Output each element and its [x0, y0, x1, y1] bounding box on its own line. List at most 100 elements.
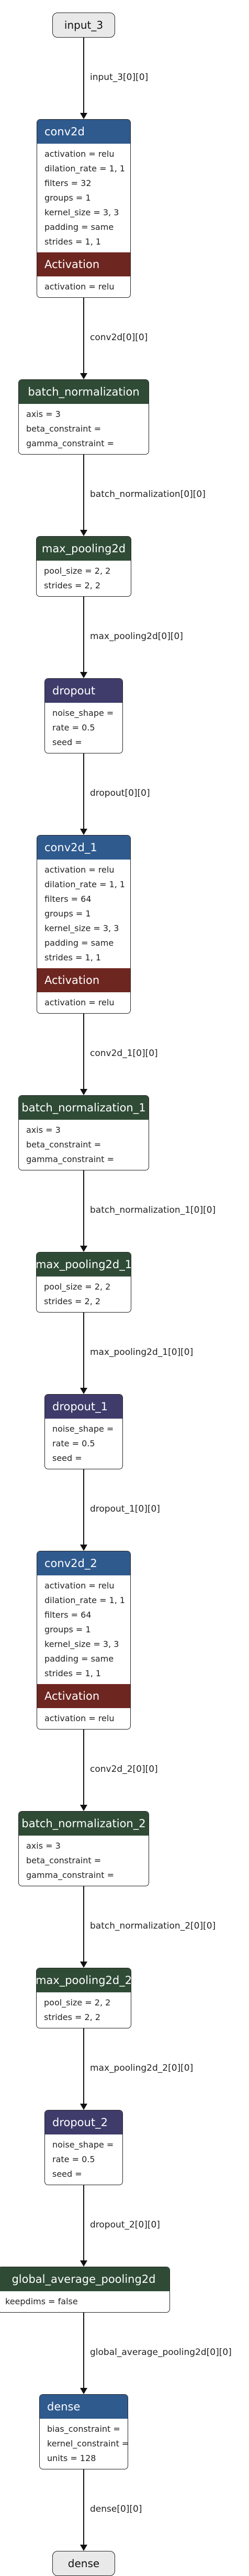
arrowhead — [80, 672, 87, 678]
arrowhead — [80, 1805, 87, 1811]
attribute-row: units = 128 — [47, 2453, 96, 2463]
arrowhead — [80, 1089, 87, 1095]
input-node[interactable]: input_3 — [52, 13, 115, 38]
attribute-row: pool_size = 2, 2 — [44, 1998, 111, 2008]
layer-attributes: activation = relu dilation_rate = 1, 1 fil… — [37, 144, 130, 252]
arrowhead — [80, 1962, 87, 1968]
edge-arrow — [83, 2469, 84, 2545]
attribute-row: groups = 1 — [44, 1624, 91, 1634]
edge-label: dense[0][0] — [90, 2504, 142, 2514]
attribute-row: strides = 2, 2 — [44, 2012, 101, 2022]
attribute-row: bias_constraint = — [47, 2424, 120, 2434]
layer-header: dense — [40, 2395, 128, 2419]
edge-arrow — [83, 1730, 84, 1805]
attribute-row: padding = same — [44, 222, 114, 232]
edge-label: input_3[0][0] — [90, 72, 149, 83]
attribute-row: kernel_size = 3, 3 — [44, 1639, 119, 1649]
edge-arrow — [83, 2028, 84, 2104]
attribute-row: dilation_rate = 1, 1 — [44, 879, 126, 889]
arrowhead — [80, 1246, 87, 1252]
arrowhead — [80, 1388, 87, 1394]
edge-arrow — [83, 1886, 84, 1962]
attribute-row: kernel_constraint = — [47, 2439, 128, 2449]
attribute-row: axis = 3 — [26, 1841, 61, 1851]
attribute-row: axis = 3 — [26, 1125, 61, 1135]
edge-arrow — [83, 1313, 84, 1388]
layer-header: dropout — [45, 679, 122, 703]
arrowhead — [80, 2388, 87, 2394]
layer-header: dropout_2 — [45, 2110, 122, 2134]
attribute-row: seed = — [52, 1453, 82, 1463]
attribute-row: strides = 1, 1 — [44, 1668, 101, 1678]
attribute-row: activation = relu — [44, 865, 115, 875]
attribute-row: noise_shape = — [52, 708, 114, 718]
layer-header: global_average_pooling2d — [0, 2267, 169, 2291]
arrowhead — [80, 113, 87, 119]
output-node[interactable]: dense — [52, 2551, 115, 2576]
attribute-row: gamma_constraint = — [26, 438, 115, 448]
attribute-row: beta_constraint = — [26, 1855, 101, 1865]
layer-header: max_pooling2d_2 — [37, 1968, 131, 1992]
layer-attributes: bias_constraint = kernel_constraint = unit… — [40, 2419, 128, 2469]
layer-dense[interactable]: dense bias_constraint = kernel_constraint … — [39, 2394, 128, 2469]
attribute-row: activation = relu — [44, 282, 115, 292]
arrowhead — [80, 2260, 87, 2267]
activation-attributes: activation = relu — [37, 992, 130, 1013]
edge-arrow — [83, 1469, 84, 1545]
edge-arrow — [83, 1170, 84, 1246]
layer-header: batch_normalization_2 — [19, 1812, 149, 1836]
attribute-row: rate = 0.5 — [52, 723, 95, 733]
edge-label: batch_normalization[0][0] — [90, 489, 206, 500]
attribute-row: dilation_rate = 1, 1 — [44, 164, 126, 173]
layer-header: dropout_1 — [45, 1395, 122, 1419]
attribute-row: activation = relu — [44, 1581, 115, 1591]
edge-arrow — [83, 455, 84, 530]
attribute-row: gamma_constraint = — [26, 1154, 115, 1164]
edge-label: global_average_pooling2d[0][0] — [90, 2347, 232, 2358]
arrowhead — [80, 1545, 87, 1551]
edge-label: conv2d_1[0][0] — [90, 1048, 158, 1059]
layer-header: conv2d_2 — [37, 1551, 130, 1575]
attribute-row: kernel_size = 3, 3 — [44, 207, 119, 217]
attribute-row: groups = 1 — [44, 909, 91, 919]
attribute-row: strides = 1, 1 — [44, 953, 101, 962]
edge-label: max_pooling2d_1[0][0] — [90, 1347, 194, 1357]
edge-arrow — [83, 38, 84, 113]
edge-label: conv2d_2[0][0] — [90, 1764, 158, 1774]
edge-arrow — [83, 2313, 84, 2388]
layer-attributes: activation = relu dilation_rate = 1, 1 fil… — [37, 1575, 130, 1684]
edge-label: max_pooling2d_2[0][0] — [90, 2063, 194, 2073]
activation-header: Activation — [37, 252, 130, 276]
attribute-row: rate = 0.5 — [52, 2154, 95, 2164]
attribute-row: activation = relu — [44, 1713, 115, 1723]
activation-header: Activation — [37, 1684, 130, 1708]
edge-arrow — [83, 2185, 84, 2260]
edge-arrow — [83, 597, 84, 672]
attribute-row: filters = 32 — [44, 178, 92, 188]
layer-conv2d-2[interactable]: conv2d_2 activation = relu dilation_rate =… — [37, 1551, 131, 1730]
layer-attributes: keepdims = false — [0, 2291, 169, 2312]
attribute-row: dilation_rate = 1, 1 — [44, 1595, 126, 1605]
attribute-row: activation = relu — [44, 149, 115, 159]
layer-max-pooling2d-2[interactable]: max_pooling2d_2 pool_size = 2, 2 strides =… — [36, 1968, 131, 2028]
attribute-row: noise_shape = — [52, 2140, 114, 2150]
attribute-row: filters = 64 — [44, 1610, 92, 1620]
attribute-row: beta_constraint = — [26, 424, 101, 434]
arrowhead — [80, 2104, 87, 2110]
attribute-row: groups = 1 — [44, 193, 91, 203]
